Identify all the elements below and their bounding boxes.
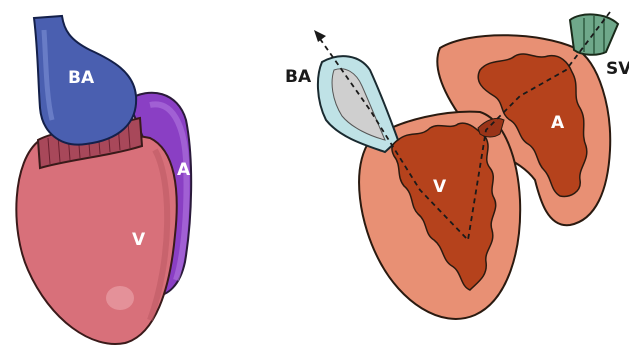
left-label-v: V — [132, 230, 146, 250]
blood-flow-arrowhead — [314, 30, 326, 42]
left-label-ba: BA — [68, 68, 95, 88]
left-label-a: A — [177, 160, 191, 180]
right-label-sv: SV — [606, 59, 629, 79]
heart-section-view: BA SV A V — [285, 12, 629, 319]
external-heart-view: BA A V — [16, 16, 191, 344]
right-label-a: A — [551, 113, 565, 133]
right-label-ba: BA — [285, 67, 312, 87]
left-ventricle-highlight — [106, 286, 134, 310]
right-label-v: V — [433, 177, 447, 197]
